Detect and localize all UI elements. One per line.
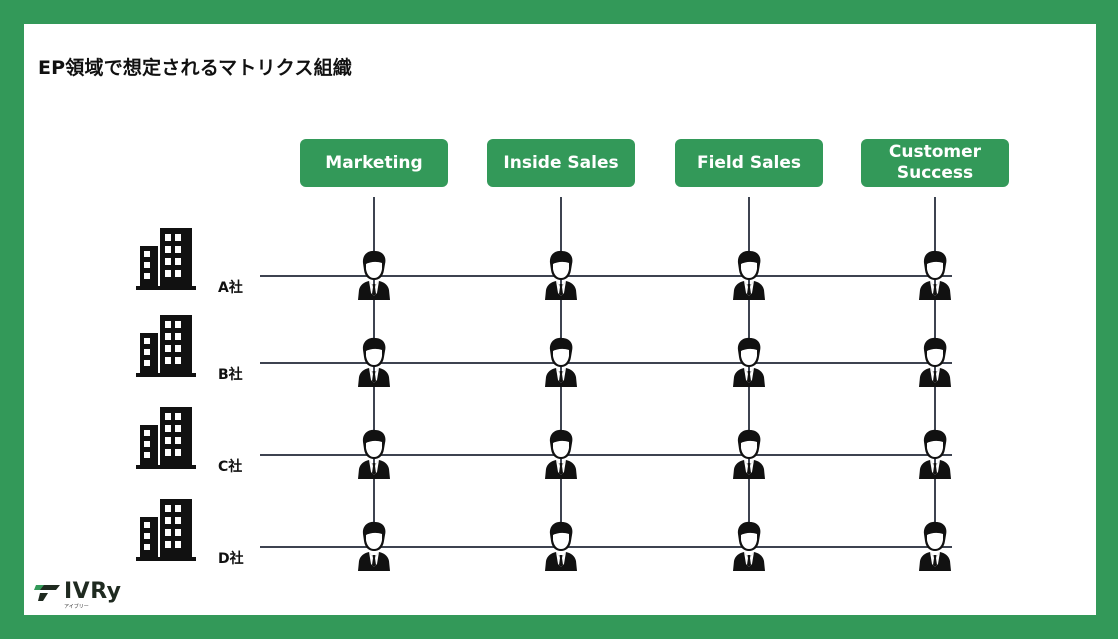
building-icon [136,228,196,290]
ivry-logo: IVRy アイブリー [34,579,122,610]
company-label: C社 [218,459,243,475]
company-label: D社 [218,551,244,567]
role-header-field-sales: Field Sales [675,139,823,187]
logo-text: IVRy [64,579,122,604]
members-grid [358,250,951,571]
building-icon [136,407,196,469]
company-icons [136,228,196,561]
building-icon [136,499,196,561]
role-header-customer-success: Customer Success [861,139,1009,187]
role-header-marketing: Marketing [300,139,448,187]
company-label: B社 [218,367,243,383]
page-title: EP領域で想定されるマトリクス組織 [38,57,352,79]
logo-subtext: アイブリー [64,604,89,610]
role-header-inside-sales: Inside Sales [487,139,635,187]
company-label: A社 [218,280,243,296]
ivry-logo-mark-icon [34,585,60,601]
building-icon [136,315,196,377]
